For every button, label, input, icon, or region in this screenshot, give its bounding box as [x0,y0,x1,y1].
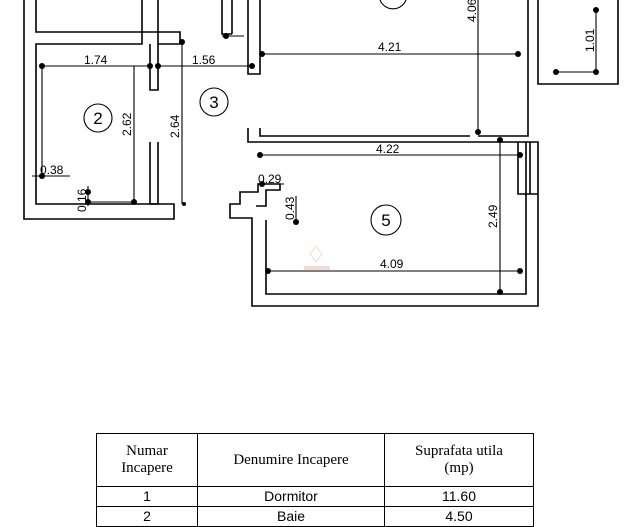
dimension-label: 4.09 [380,257,404,271]
room-number-circle [83,103,113,133]
dimension-label: 4.22 [376,142,400,156]
room-area-cell: 4.50 [384,506,534,527]
dimension-label: 4.06 [465,0,479,22]
room-name-cell: Dormitor [197,486,385,507]
room-number-cell: 2 [96,506,198,527]
room-number-circle [199,87,229,117]
dimension-label: 4.21 [378,40,402,54]
dimension-dots [39,7,599,295]
dimension-lines [32,0,597,292]
dimension-label: 2.62 [120,112,134,136]
column-header-room-name: Denumire Incapere [197,433,385,487]
dimension-label: 0.29 [258,172,282,186]
room-name-cell: Baie [197,506,385,527]
dimension-label: 0.43 [283,196,297,220]
dimension-label: 0.38 [40,163,64,177]
dimension-label: 1.74 [84,53,108,67]
room-number-cell: 1 [96,486,198,507]
dimension-label: 1.56 [192,53,216,67]
room-number-label: 3 [209,93,218,112]
watermark-logo [304,245,330,270]
column-header-usable-area: Suprafata utila(mp) [384,433,534,487]
dimension-label: 0.16 [75,188,89,212]
room-number-circle-partial [379,0,407,10]
room-number-circle [370,204,402,236]
dimension-label: 2.64 [168,114,182,138]
table-row: 2 Baie 4.50 [96,506,534,527]
room-number-label: 2 [93,109,102,128]
room-number-label: 5 [381,211,390,230]
dimension-label: 1.01 [583,28,597,52]
walls [23,0,619,307]
room-area-cell: 11.60 [384,486,534,507]
dimension-label: 2.49 [486,204,500,228]
table-row: 1 Dormitor 11.60 [96,486,534,507]
